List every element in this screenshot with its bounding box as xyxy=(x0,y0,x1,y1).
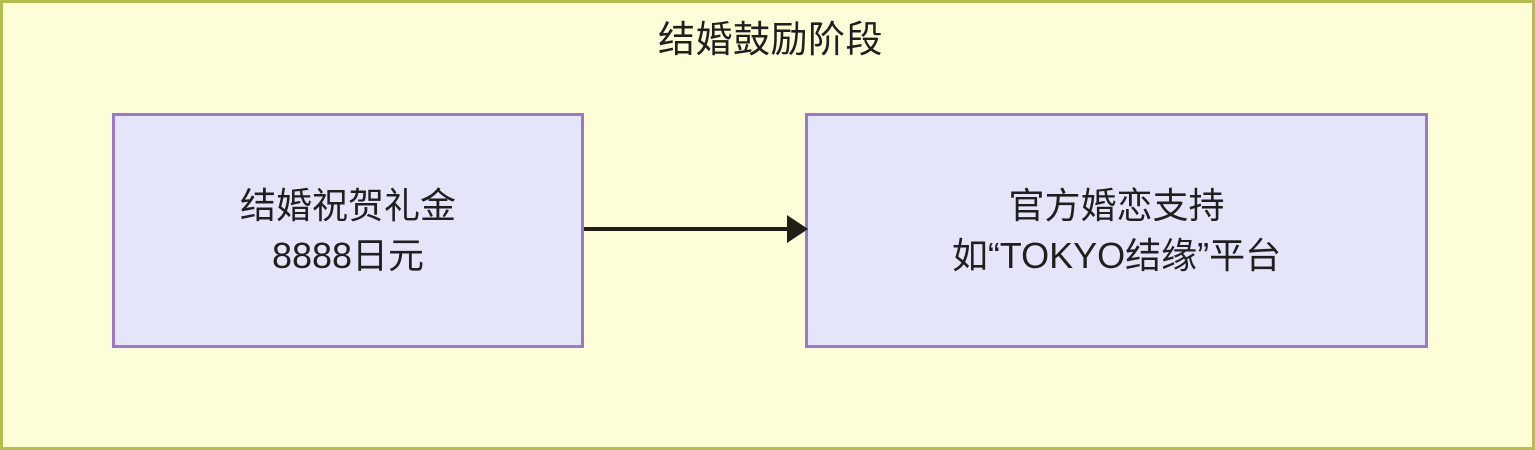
node-marriage-gift[interactable]: 结婚祝贺礼金 8888日元 xyxy=(112,113,584,348)
node-marriage-gift-line-1: 结婚祝贺礼金 xyxy=(239,184,456,226)
diagram-title: 结婚鼓励阶段 xyxy=(658,19,883,60)
node-marriage-gift-line-2: 8888日元 xyxy=(271,234,425,276)
node-official-matchmaking-support-line-1: 官方婚恋支持 xyxy=(1008,184,1225,226)
edge-gift-to-support xyxy=(584,215,808,243)
node-official-matchmaking-support-line-2: 如“TOKYO结缘”平台 xyxy=(951,234,1282,276)
node-official-matchmaking-support[interactable]: 官方婚恋支持 如“TOKYO结缘”平台 xyxy=(805,113,1428,348)
arrowhead-icon xyxy=(787,215,808,243)
